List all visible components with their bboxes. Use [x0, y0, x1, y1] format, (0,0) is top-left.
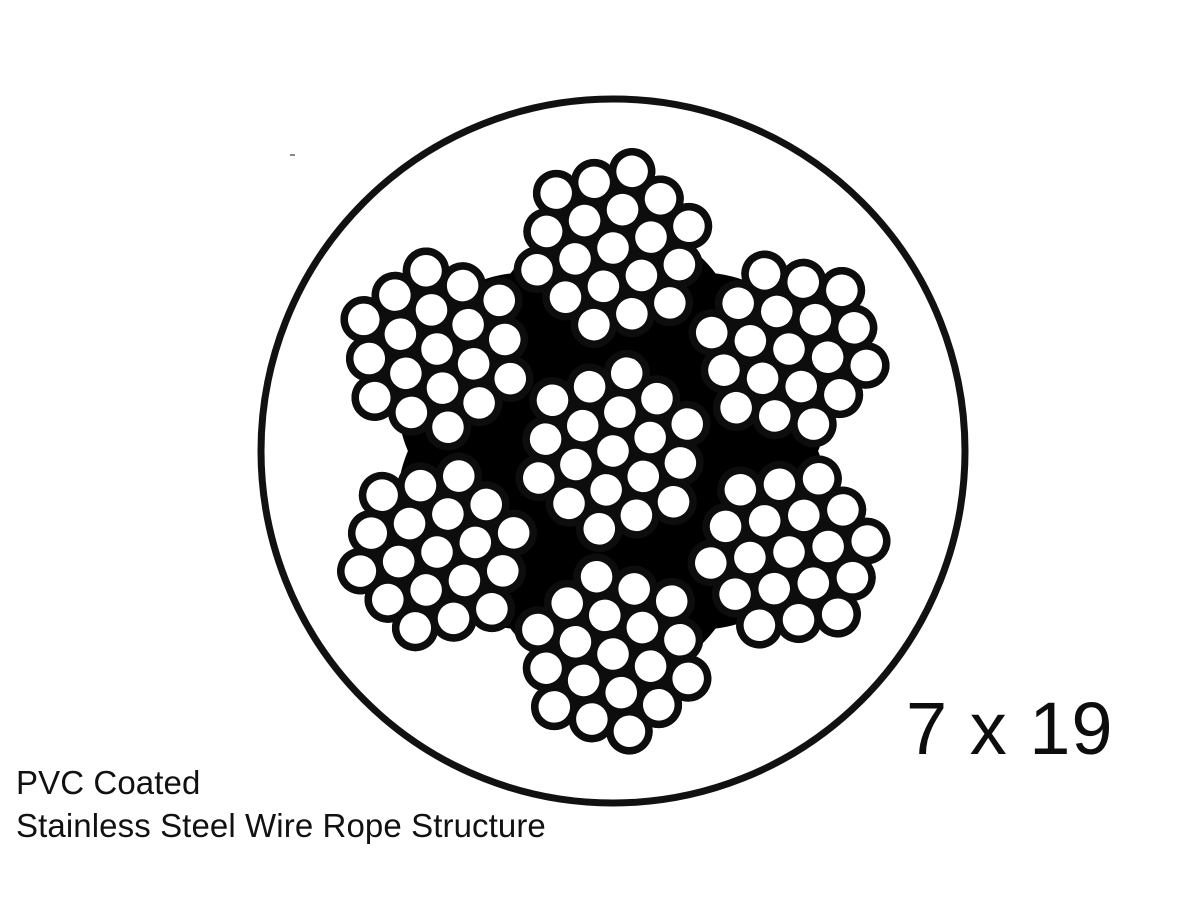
- wire-circle: [487, 355, 534, 402]
- wire-circle: [603, 349, 650, 397]
- caption: PVC Coated Stainless Steel Wire Rope Str…: [16, 762, 546, 848]
- wire-circle: [543, 579, 591, 627]
- wire-circle: [439, 262, 486, 309]
- wire-circle: [843, 342, 890, 389]
- wire-circle: [462, 481, 510, 528]
- wire-circle: [576, 505, 623, 553]
- wire-circle: [610, 565, 658, 613]
- wire-circle: [545, 480, 593, 527]
- pvc-jacket-outline: [257, 95, 969, 807]
- wire-circle: [635, 681, 683, 729]
- wire-circle: [816, 371, 864, 419]
- wire-circle: [714, 279, 762, 327]
- wire-circle: [430, 595, 477, 642]
- wire-circle: [455, 379, 503, 427]
- wire-circle: [633, 375, 681, 422]
- wire-circle: [751, 392, 799, 440]
- wire-circle: [515, 454, 563, 502]
- wire-circle: [391, 604, 439, 652]
- wire-circle: [819, 486, 867, 534]
- wire-circle: [779, 258, 827, 306]
- wire-circle: [711, 570, 759, 618]
- wire-circle: [514, 606, 562, 653]
- wire-circle: [717, 466, 764, 513]
- wire-circle: [664, 655, 712, 702]
- outer-strand-top: [513, 148, 713, 348]
- core-strand: [515, 349, 711, 553]
- wire-circle: [688, 309, 735, 356]
- wire-circle: [435, 452, 483, 500]
- wire-circle: [795, 455, 842, 503]
- wire-circle: [397, 462, 444, 509]
- wire-circle: [790, 400, 837, 448]
- wire-circle: [775, 596, 822, 644]
- wire-circle: [650, 478, 697, 526]
- wire-circle: [814, 591, 861, 638]
- caption-line-structure: Stainless Steel Wire Rope Structure: [16, 806, 546, 844]
- wire-circle: [522, 415, 569, 463]
- wire-circle: [345, 335, 393, 382]
- construction-spec-label: 7 x 19: [906, 687, 1114, 770]
- wire-circle: [424, 403, 472, 451]
- wire-circle: [532, 169, 580, 217]
- wire-circle: [476, 277, 523, 324]
- wire-circle: [529, 376, 576, 424]
- wire-circle: [358, 471, 406, 519]
- wire-circle: [613, 492, 660, 539]
- wire-circle: [522, 644, 570, 692]
- outer-strand-upper-right: [688, 250, 890, 448]
- outer-strand-lower-right: [687, 455, 891, 649]
- wire-circle: [646, 279, 694, 327]
- wire-circle: [340, 296, 387, 343]
- wire-circle: [736, 601, 783, 649]
- wire-circle: [606, 708, 653, 755]
- wire-circle: [566, 363, 613, 410]
- wire-circle: [371, 271, 419, 319]
- wire-circle: [570, 301, 618, 348]
- wire-circle: [648, 577, 695, 625]
- wire-circle: [570, 158, 618, 206]
- wire-circle: [756, 460, 803, 508]
- wire-circle: [531, 683, 578, 731]
- outer-strand-bottom: [514, 553, 712, 755]
- outer-strand-lower-left: [337, 452, 537, 652]
- scan-speck-artifact: [290, 154, 295, 156]
- wire-circle: [364, 576, 412, 623]
- wire-circle: [388, 389, 435, 436]
- wire-circle: [637, 175, 684, 223]
- wire-circle: [663, 400, 711, 448]
- outer-strand-upper-left: [340, 247, 534, 451]
- caption-line-pvc-coated: PVC Coated: [16, 764, 201, 801]
- wire-circle: [402, 247, 450, 295]
- wire-circle: [657, 439, 704, 487]
- wires-group: [337, 148, 891, 755]
- wire-circle: [608, 290, 656, 338]
- wire-circle: [481, 316, 529, 363]
- wire-circle: [351, 374, 398, 421]
- wire-circle: [573, 553, 620, 600]
- wire-circle: [468, 585, 516, 633]
- rope-core-group: [337, 148, 891, 755]
- wire-circle: [656, 616, 704, 664]
- wire-circle: [608, 148, 656, 195]
- wire-circle: [542, 273, 589, 321]
- wire-circle: [741, 250, 788, 298]
- wire-circle: [568, 695, 616, 743]
- diagram-layers: [257, 95, 969, 807]
